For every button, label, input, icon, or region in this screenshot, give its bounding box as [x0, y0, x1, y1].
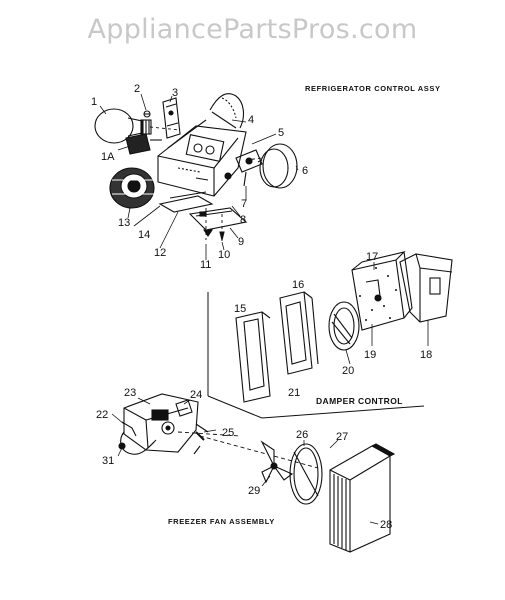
duct-part [279, 291, 319, 375]
callout-17: 17 [366, 251, 378, 263]
assembly-leader-lines [177, 431, 319, 469]
bracket-part [162, 97, 181, 139]
callout-18: 18 [420, 349, 432, 361]
callout-21: 21 [288, 387, 300, 399]
refrigerator-control-group: REFRIGERATOR CONTROL ASSY [91, 83, 441, 271]
screw-part [143, 110, 151, 118]
callout-2: 2 [134, 83, 140, 95]
gasket-part [188, 207, 248, 231]
callout-leaders [111, 397, 379, 525]
title-freezer-fan: FREEZER FAN ASSEMBLY [168, 517, 275, 526]
damper-motor-cover-part [399, 253, 453, 323]
callout-12: 12 [154, 247, 166, 259]
fan-motor-part [109, 167, 155, 209]
callout-10: 10 [218, 249, 230, 261]
lamp-socket-part [125, 133, 162, 155]
callout-26: 26 [296, 429, 308, 441]
duct-part [235, 311, 271, 403]
callout-3: 3 [172, 87, 178, 99]
callout-27: 27 [336, 431, 348, 443]
control-knob-part [257, 143, 298, 189]
fan-shroud-part [289, 443, 323, 505]
callout-24: 24 [190, 389, 202, 401]
callout-16: 16 [292, 279, 304, 291]
fan-motor-bracket-part [123, 393, 199, 453]
screw-part [202, 229, 225, 241]
fan-blade-part [260, 440, 294, 484]
damper-control-group: DAMPER CONTROL [207, 251, 453, 419]
callout-19: 19 [364, 349, 376, 361]
callout-7: 7 [241, 198, 247, 210]
callout-1: 1 [91, 96, 97, 108]
callout-leaders [345, 262, 429, 365]
callout-8: 8 [240, 214, 246, 226]
assembly-leader-lines [149, 126, 263, 242]
thermostat-part [235, 149, 263, 187]
callout-25: 25 [222, 427, 234, 439]
fan-grille-part [329, 443, 396, 553]
callout-15: 15 [234, 303, 246, 315]
control-housing-part [157, 119, 247, 197]
section-border [207, 292, 425, 419]
lamp-bulb-part [94, 108, 152, 144]
title-refrigerator-control: REFRIGERATOR CONTROL ASSY [305, 84, 441, 93]
callout-20: 20 [342, 365, 354, 377]
callout-6: 6 [302, 165, 308, 177]
title-damper-control: DAMPER CONTROL [316, 396, 403, 406]
light-shield-part [209, 93, 245, 129]
callout-9: 9 [238, 236, 244, 248]
callout-29: 29 [248, 485, 260, 497]
freezer-fan-group: FREEZER FAN ASSEMBLY [96, 387, 396, 553]
callout-1a: 1A [101, 151, 115, 163]
watermark: AppliancePartsPros.com [87, 14, 418, 45]
wiring-part [118, 421, 157, 455]
callout-13: 13 [118, 217, 130, 229]
callout-leaders [99, 93, 299, 260]
damper-housing-part [351, 251, 413, 331]
callout-31: 31 [102, 455, 114, 467]
callout-14: 14 [138, 229, 150, 241]
callout-22: 22 [96, 409, 108, 421]
damper-plate-part [328, 301, 360, 351]
callout-5: 5 [278, 127, 284, 139]
mounting-plate-part [158, 191, 214, 213]
callout-11: 11 [200, 259, 211, 271]
callout-28: 28 [380, 519, 392, 531]
callout-4: 4 [248, 114, 254, 126]
callout-23: 23 [124, 387, 136, 399]
